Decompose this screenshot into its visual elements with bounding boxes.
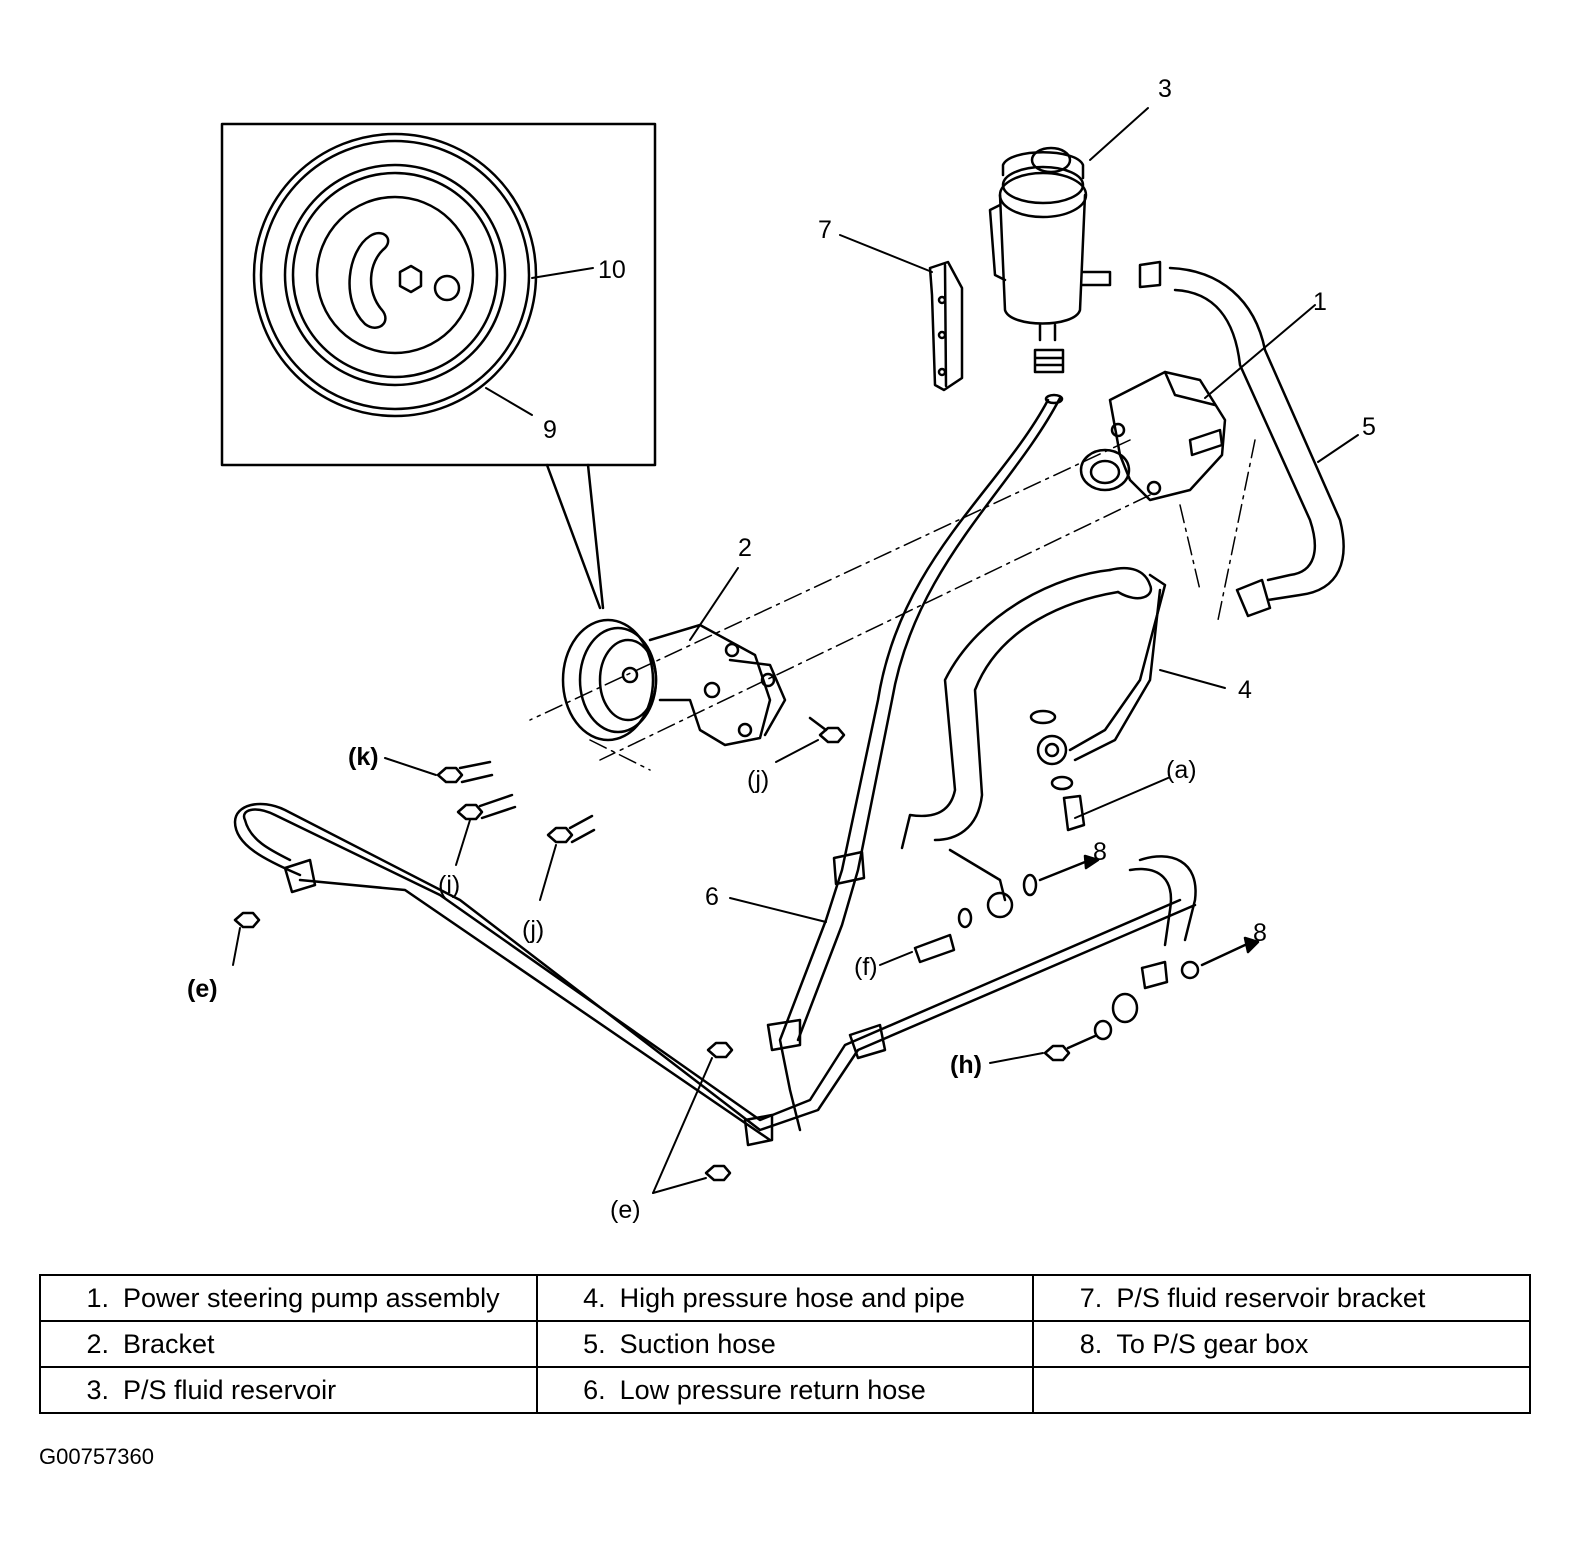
return-hose [778, 393, 1064, 1132]
legend-cell: 1. Power steering pump assembly [39, 1274, 538, 1322]
callout-f: (f) [854, 953, 878, 981]
alignment-lines [529, 439, 1256, 771]
pump-assembly [1079, 370, 1227, 502]
legend-cell-empty [1032, 1366, 1531, 1414]
callout-3: 3 [1158, 75, 1172, 103]
legend-cell: 4. High pressure hose and pipe [535, 1274, 1035, 1322]
callout-k: (k) [348, 743, 379, 771]
suction-hose [1138, 260, 1345, 618]
figure-code: G00757360 [39, 1444, 154, 1469]
callout-6: 6 [705, 883, 719, 911]
legend-number: 5. [583, 1328, 606, 1359]
callout-8-lower: 8 [1253, 919, 1267, 947]
high-pressure-hose [900, 566, 1167, 964]
legend-text: Power steering pump assembly [123, 1282, 500, 1313]
leader-lines [232, 107, 1359, 1194]
callout-10: 10 [598, 256, 626, 284]
legend-text: Suction hose [619, 1328, 776, 1359]
callout-labels: 3 7 10 1 9 5 2 4 (a) (k) (j) 8 (i) 6 (j)… [187, 75, 1376, 1224]
callout-a: (a) [1166, 756, 1197, 784]
legend-number: 8. [1079, 1328, 1103, 1359]
legend-text: Bracket [123, 1328, 215, 1359]
callout-i: (i) [438, 871, 460, 899]
legend-row: 2. Bracket 5. Suction hose 8. To P/S gear b… [39, 1320, 1531, 1368]
legend-text: To P/S gear box [1116, 1328, 1309, 1359]
callout-e-bottom: (e) [610, 1196, 641, 1224]
bolts [233, 716, 1260, 1182]
legend-text: P/S fluid reservoir [123, 1374, 337, 1405]
legend-number: 1. [86, 1282, 109, 1313]
power-steering-exploded-diagram: 3 7 10 1 9 5 2 4 (a) (k) (j) 8 (i) 6 (j)… [187, 75, 1376, 1224]
callout-5: 5 [1362, 413, 1376, 441]
legend-text: High pressure hose and pipe [619, 1282, 965, 1313]
callout-2: 2 [738, 534, 752, 562]
legend-number: 2. [86, 1328, 109, 1359]
legend-cell: 8. To P/S gear box [1032, 1320, 1531, 1368]
callout-1: 1 [1313, 288, 1327, 316]
pump-bracket [561, 618, 787, 747]
legend-number: 4. [583, 1282, 606, 1313]
pulley-detail-inset [220, 122, 657, 610]
legend-cell: 2. Bracket [39, 1320, 538, 1368]
legend-number: 6. [583, 1374, 606, 1405]
callout-8-upper: 8 [1093, 838, 1107, 866]
legend-cell: 7. P/S fluid reservoir bracket [1032, 1274, 1531, 1322]
callout-9: 9 [543, 416, 557, 444]
legend-cell: 3. P/S fluid reservoir [39, 1366, 538, 1414]
callout-j-lower: (j) [522, 916, 544, 944]
legend-row: 1. Power steering pump assembly 4. High pr… [39, 1274, 1531, 1322]
legend-number: 7. [1079, 1282, 1103, 1313]
fluid-reservoir [988, 146, 1112, 374]
callout-e-left: (e) [187, 975, 218, 1003]
legend-text: P/S fluid reservoir bracket [1116, 1282, 1426, 1313]
legend-text: Low pressure return hose [619, 1374, 926, 1405]
legend-cell: 5. Suction hose [535, 1320, 1035, 1368]
callout-j-upper: (j) [747, 766, 769, 794]
legend-number: 3. [86, 1374, 109, 1405]
gearbox-pipe-assembly [233, 802, 1197, 1147]
legend-cell: 6. Low pressure return hose [535, 1366, 1035, 1414]
callout-7: 7 [818, 216, 832, 244]
parts-legend-table: 1. Power steering pump assembly 4. High pr… [39, 1274, 1531, 1414]
callout-4: 4 [1238, 676, 1252, 704]
legend-row: 3. P/S fluid reservoir 6. Low pressure ret… [39, 1366, 1531, 1414]
reservoir-bracket [928, 260, 964, 392]
callout-h: (h) [950, 1051, 982, 1079]
